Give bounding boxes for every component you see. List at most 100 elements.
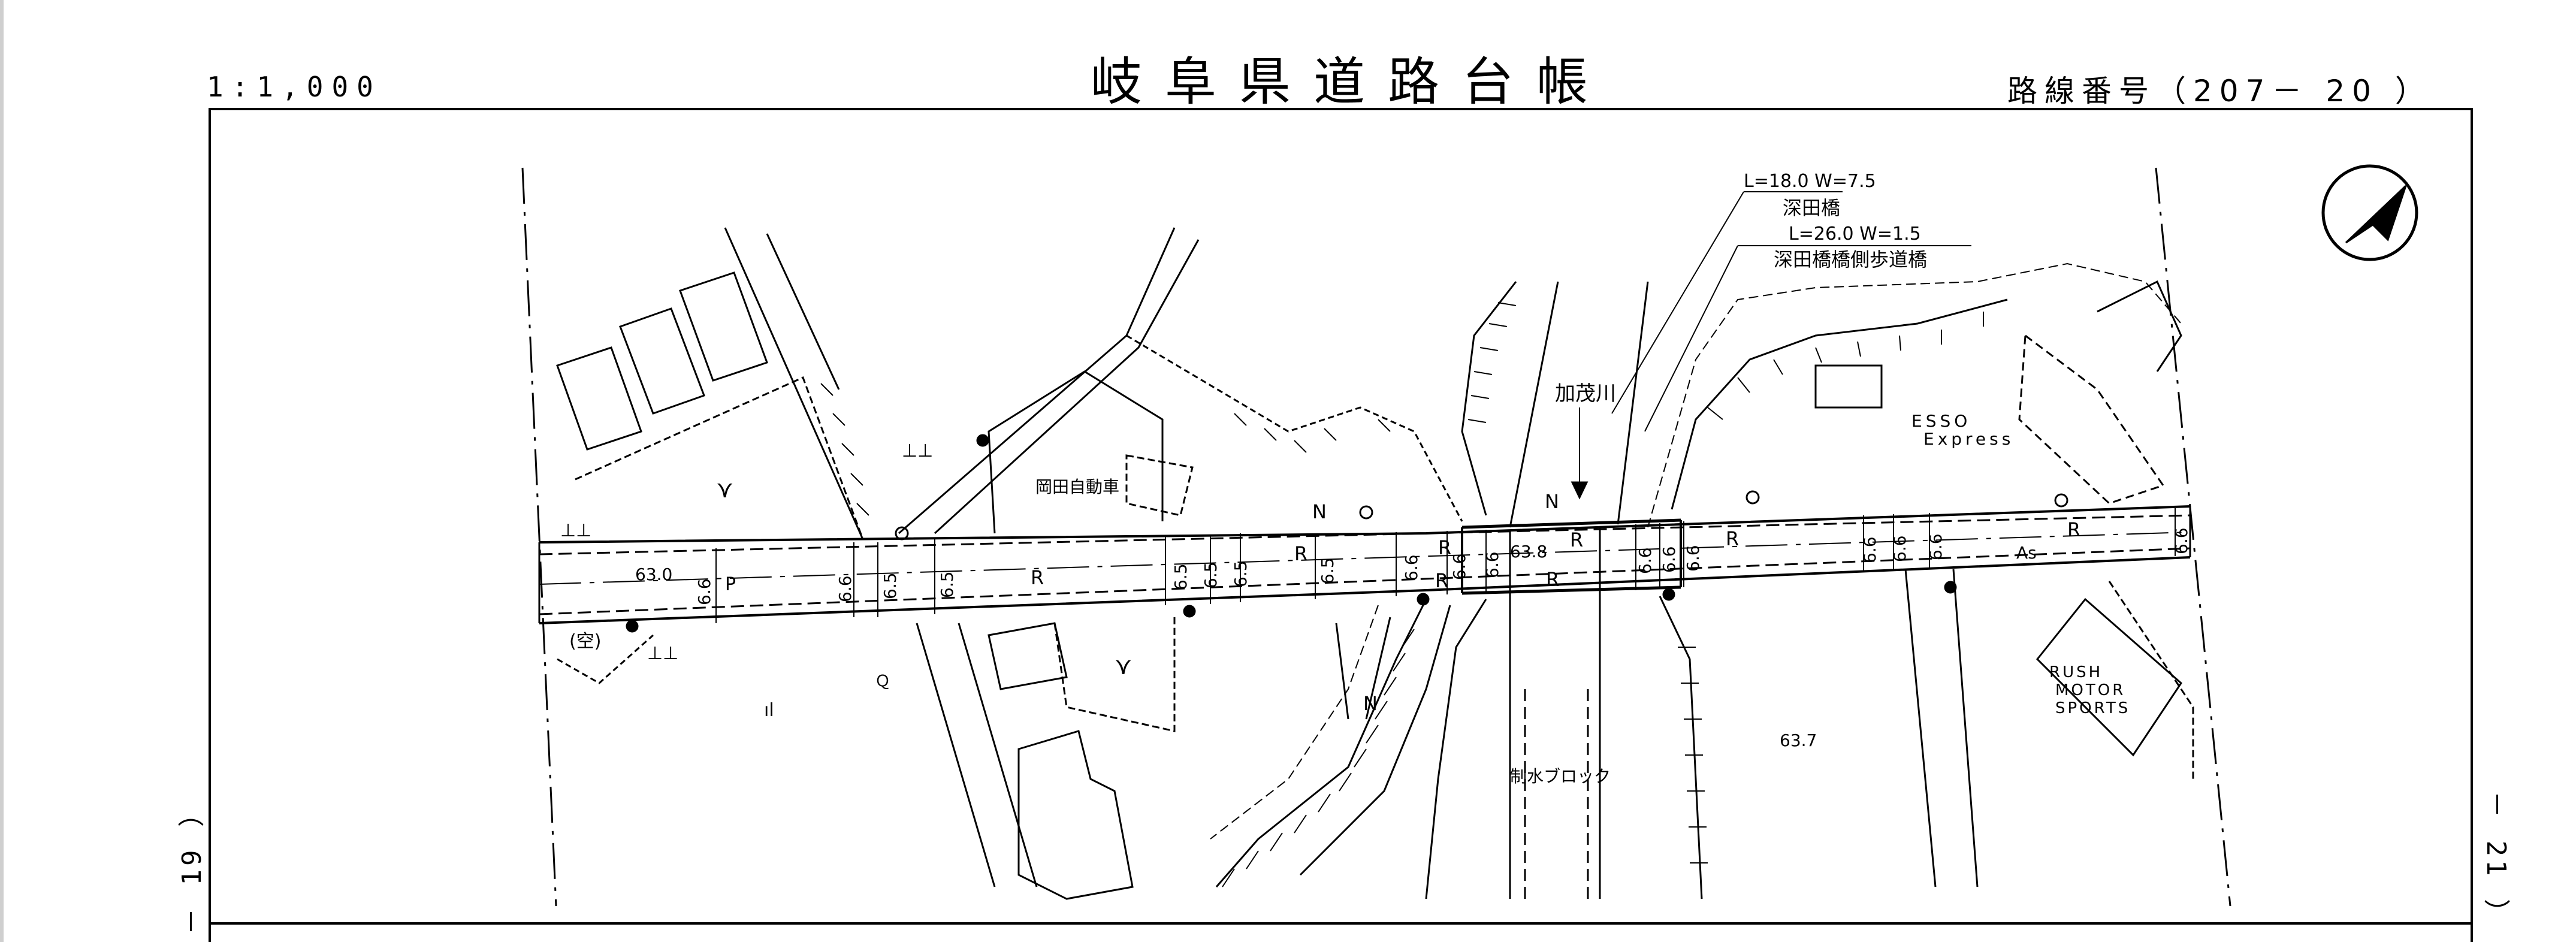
scale-label: 1:1,000 <box>207 71 382 103</box>
building-sw-2 <box>1017 730 1134 900</box>
embankment-sw <box>1425 599 1487 899</box>
width-dimension-lines <box>715 508 2176 623</box>
embankment-ne <box>1671 298 2008 510</box>
building-nw-3 <box>679 271 768 382</box>
south-side-road-edge <box>1215 599 1427 887</box>
nw-road-lines <box>724 227 864 540</box>
width-label-5: 6.5 <box>1171 563 1191 590</box>
width-label-4: 6.5 <box>937 571 957 598</box>
utility-pole-2 <box>626 620 639 633</box>
south-approach <box>1335 617 1391 720</box>
embankment-hatching <box>820 302 1984 887</box>
mark-r-4: R <box>1435 569 1448 592</box>
building-rush-motor <box>2036 597 2182 757</box>
page-title: 岐阜県道路台帳 <box>1091 52 1611 112</box>
width-label-6: 6.5 <box>1201 561 1221 588</box>
mark-r-1: R <box>1294 542 1307 565</box>
rice-mark: ıl <box>764 700 774 721</box>
utility-pole-5 <box>1662 588 1675 601</box>
sw-lot-boundary <box>1053 617 1176 732</box>
road-south-kerb <box>539 547 2191 615</box>
rush-label-1: RUSH <box>2049 663 2103 681</box>
signpost-4 <box>1359 505 1373 520</box>
land-mark-3: ⊥⊥ <box>647 643 678 664</box>
signpost-1 <box>895 526 909 541</box>
mark-r-6: R <box>1546 568 1559 591</box>
width-label-3: 6.5 <box>880 572 900 599</box>
utility-pole-1 <box>976 434 989 447</box>
south-side-road-kerb <box>1210 605 1379 840</box>
bridge-annotation-rules <box>1738 191 1971 246</box>
road-south-edge <box>539 556 2191 624</box>
width-label-10: 6.6 <box>1449 553 1469 580</box>
map-frame <box>209 108 2473 942</box>
elev-south: 63.7 <box>1780 730 1817 750</box>
building-ne-corner <box>2097 280 2182 372</box>
orchard-mark: Ｑ <box>875 672 890 690</box>
land-mark-field-1: ⋎ <box>716 476 733 503</box>
building-sw-1 <box>987 622 1068 690</box>
mark-n-3: N <box>1363 692 1378 715</box>
block-label: 制水ブロック <box>1510 766 1611 786</box>
utility-pole-6 <box>1944 581 1957 594</box>
bridge-deck <box>1461 518 1681 595</box>
northwest-branch-road-2 <box>934 239 1200 535</box>
mark-r-8: R <box>2067 518 2080 541</box>
sw-side-road <box>916 623 1038 887</box>
width-label-12: 6.6 <box>1635 547 1655 574</box>
north-fence <box>1126 334 1463 522</box>
land-mark-2: ⊥⊥ <box>902 440 933 461</box>
east-side-road <box>1904 569 1979 887</box>
esso-label-2: Express <box>1923 429 2014 449</box>
building-nw-1 <box>556 346 642 451</box>
esso-canopy <box>2018 334 2165 505</box>
utility-pole-3 <box>1183 605 1196 618</box>
bridge-side-name: 深田橋橋側歩道橋 <box>1774 248 1927 271</box>
okada-annex <box>1125 454 1194 517</box>
bridge-leader-lines <box>1611 191 1744 432</box>
mark-r-3: R <box>1438 536 1451 559</box>
road-north-kerb <box>539 514 2191 555</box>
sheet-left-edge <box>0 0 4 942</box>
width-label-13: 6.6 <box>1659 546 1679 573</box>
mark-r-5: R <box>1570 529 1583 551</box>
elev-west: 63.0 <box>635 564 672 584</box>
width-label-1: 6.6 <box>694 578 714 605</box>
width-label-15: 6.6 <box>1860 536 1880 563</box>
signpost-3 <box>2054 493 2068 508</box>
river-block-area <box>1524 689 1589 899</box>
road-centerline <box>539 532 2191 585</box>
embankment-nw <box>1461 281 1517 516</box>
width-label-11: 6.6 <box>1482 551 1502 578</box>
land-mark-field-2: ⋎ <box>1115 653 1132 680</box>
bridge-abutments <box>1461 520 1682 593</box>
mark-r-2: R <box>1031 566 1044 589</box>
rush-label-3: SPORTS <box>2055 699 2130 717</box>
signpost-2 <box>1745 490 1760 505</box>
width-label-14: 6.6 <box>1683 545 1703 572</box>
boundary-line-left <box>521 167 557 907</box>
elev-bridge: 63.8 <box>1510 542 1547 561</box>
river-channel-south <box>1509 527 1601 899</box>
building-ne-small <box>1814 364 1883 409</box>
boundary-line-right <box>2155 167 2231 907</box>
bridge-main-dims: L=18.0 W=7.5 <box>1744 171 1876 192</box>
width-label-18: 6.6 <box>2172 527 2191 554</box>
width-label-17: 6.6 <box>1926 533 1946 560</box>
esso-label-1: ESSO <box>1911 411 1971 431</box>
river-channel-north <box>1509 281 1649 528</box>
land-mark-1: ⊥⊥ <box>560 520 591 541</box>
vacant-lot-boundary <box>557 634 654 684</box>
width-label-9: 6.6 <box>1402 554 1421 581</box>
surface-label-p: P <box>725 574 736 595</box>
vacant-lot-label: (空) <box>569 631 601 652</box>
width-label-16: 6.6 <box>1890 535 1910 562</box>
mark-n-2: N <box>1545 490 1559 513</box>
mark-n-1: N <box>1312 500 1327 523</box>
utility-pole-4 <box>1417 593 1430 606</box>
south-side-road-edge-2 <box>1299 605 1451 876</box>
building-okada <box>987 370 1164 534</box>
east-lot-boundary <box>2108 581 2194 779</box>
